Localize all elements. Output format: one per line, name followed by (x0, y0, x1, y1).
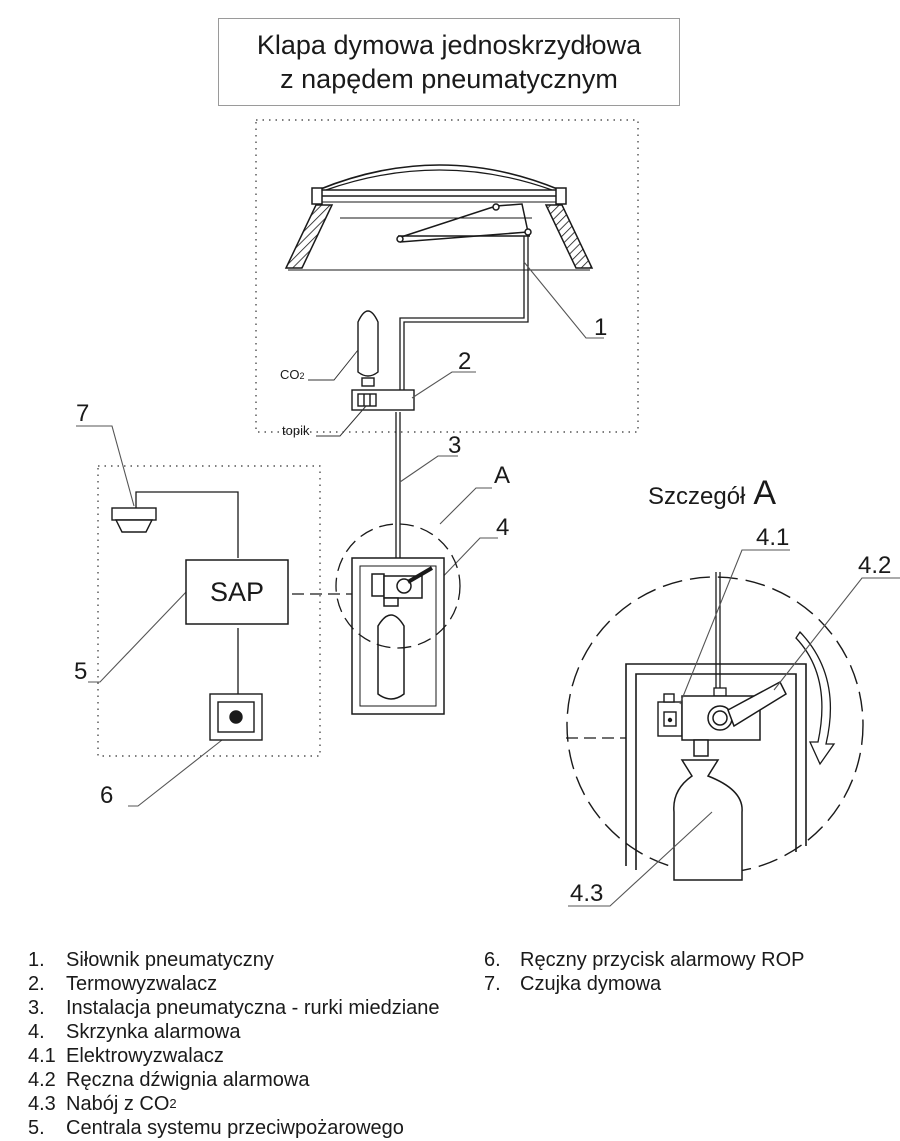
co2-cartridge-top (357, 310, 379, 387)
legend-item: 5.Centrala systemu przeciwpożarowego (28, 1117, 404, 1139)
leader-4-2 (773, 577, 900, 691)
detail-a-electric-release (657, 693, 683, 737)
sap-label: SAP (209, 576, 265, 607)
sap-control-panel (185, 559, 289, 625)
detail-a-word: Szczegół (648, 483, 746, 510)
callout-4-3: 4.3 (570, 880, 604, 907)
callout-1: 1 (594, 314, 608, 341)
smoke-vent-drawing (284, 164, 594, 271)
callout-4: 4 (496, 514, 510, 541)
co2-label: CO2 (280, 367, 305, 382)
legend-item: 6.Ręczny przycisk alarmowy ROP (484, 949, 805, 971)
callout-leaders (76, 261, 604, 807)
title-line-2: z napędem pneumatycznym (280, 64, 618, 94)
smoke-detector-icon (111, 507, 157, 533)
detail-a-pipe (713, 572, 727, 697)
legend-item: 2.Termowyzwalacz (28, 973, 218, 995)
leader-5 (88, 589, 189, 683)
fire-system-zone-dotted-frame (97, 465, 321, 757)
detail-a-manual-lever (681, 680, 787, 741)
leader-4-3 (568, 811, 713, 907)
legend-item: 3.Instalacja pneumatyczna - rurki miedzi… (28, 997, 440, 1019)
detail-a-letter: A (753, 474, 777, 512)
legend-item: 7.Czujka dymowa (484, 973, 662, 995)
leader-3 (399, 455, 458, 483)
detail-callout-leaders (568, 549, 900, 907)
detail-a-title: Szczegół A (648, 474, 776, 513)
leader-2 (411, 371, 476, 399)
detail-a-rotation-arrow-icon (795, 630, 836, 766)
legend-item: 4.Skrzynka alarmowa (28, 1021, 241, 1043)
topik-leader-line (316, 405, 367, 437)
detail-a-marker-circle (335, 523, 461, 649)
callout-5: 5 (74, 658, 88, 685)
callout-a: A (494, 462, 511, 489)
callout-7: 7 (76, 400, 90, 427)
title-box: Klapa dymowa jednoskrzydłowa z napędem p… (218, 18, 680, 106)
fire-system-wiring (135, 491, 239, 694)
legend-left: 1.Siłownik pneumatyczny 2.Termowyzwalacz… (28, 948, 440, 1140)
title-line-1: Klapa dymowa jednoskrzydłowa (256, 30, 642, 60)
detail-a-co2-cartridge (673, 739, 743, 881)
callout-4-2: 4.2 (858, 552, 892, 579)
callout-4-1: 4.1 (756, 524, 790, 551)
pneumatic-pipe (395, 236, 529, 576)
topik-label: topik (282, 423, 310, 438)
leader-4-1 (679, 549, 790, 705)
leader-4 (433, 537, 498, 587)
leader-7 (76, 425, 135, 507)
callout-6: 6 (100, 782, 114, 809)
co2-leader-line (308, 349, 359, 381)
thermal-release (351, 389, 415, 411)
callout-3: 3 (448, 432, 462, 459)
callout-2: 2 (458, 348, 472, 375)
alarm-box (351, 557, 445, 715)
vent-zone-dotted-frame (255, 119, 639, 433)
legend-item: 1.Siłownik pneumatyczny (28, 949, 274, 971)
leader-1 (523, 261, 604, 339)
legend-right: 6.Ręczny przycisk alarmowy ROP 7.Czujka … (484, 948, 805, 996)
leader-A (439, 487, 492, 525)
leader-6 (128, 739, 223, 807)
manual-call-point-icon (209, 693, 263, 741)
